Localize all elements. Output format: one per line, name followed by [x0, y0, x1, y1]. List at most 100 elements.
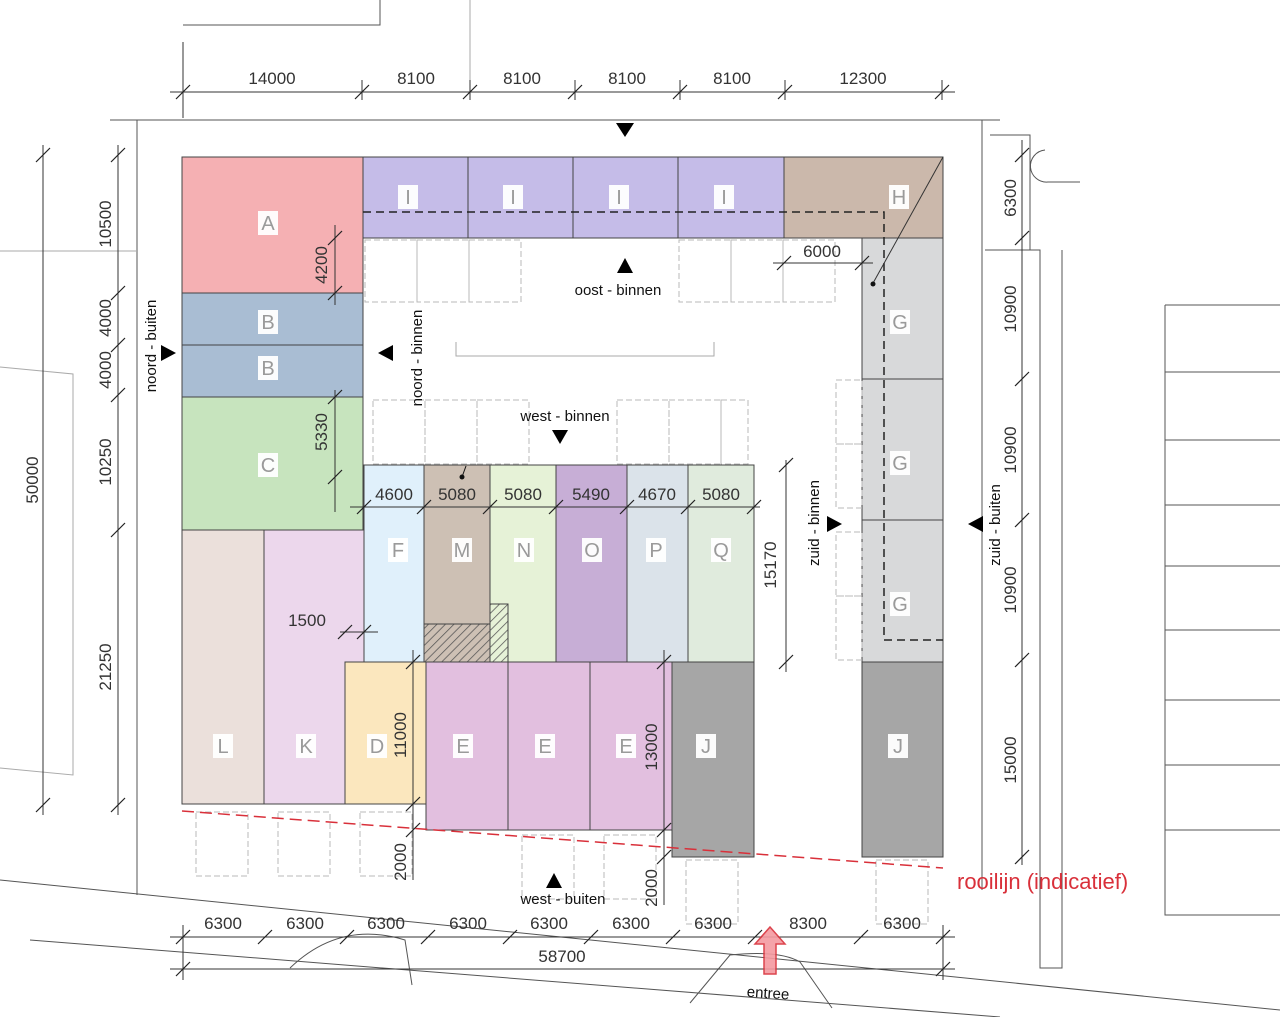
- dimension-tick: [35, 147, 51, 163]
- unit-label-J1: J: [696, 734, 716, 758]
- dim-top-6: 12300: [839, 69, 886, 88]
- unit-label-I3: I: [609, 185, 629, 209]
- unit-O[interactable]: [555, 464, 628, 663]
- unit-I-3[interactable]: [572, 156, 679, 239]
- zuid-binnen-arrow-icon: [827, 516, 842, 532]
- dim-bottom-1: 6300: [204, 914, 242, 933]
- dim-left-4: 10250: [96, 438, 115, 485]
- dimension-lines: [42, 42, 1023, 980]
- dim-left-2: 4000: [96, 299, 115, 337]
- dim-inner-4: 5490: [572, 485, 610, 504]
- dim-13000: 13000: [642, 723, 661, 770]
- oost-binnen-arrow-icon: [617, 258, 633, 273]
- unit-label-Q: Q: [711, 538, 731, 562]
- west-buiten-arrow-icon: [546, 873, 562, 888]
- unit-B-2[interactable]: [181, 344, 364, 398]
- dimension-tick: [1014, 147, 1030, 163]
- unit-G-2[interactable]: [861, 378, 944, 521]
- dimension-tick: [356, 499, 372, 515]
- unit-label-I1: I: [398, 185, 418, 209]
- unit-G-3[interactable]: [861, 519, 944, 663]
- hatched-area: [423, 603, 509, 663]
- unit-letter: A: [261, 213, 275, 235]
- dim-right-1: 6300: [1001, 179, 1020, 217]
- dimension-tick: [110, 285, 126, 301]
- dim-bottom-total: 58700: [538, 947, 585, 966]
- unit-J-2[interactable]: [861, 661, 944, 858]
- unit-D[interactable]: [344, 661, 427, 805]
- marker-line: [461, 465, 467, 478]
- unit-F[interactable]: [363, 464, 425, 663]
- dimension-tick: [656, 654, 672, 670]
- unit-J-1[interactable]: [671, 661, 755, 858]
- dim-left-outer: 50000: [23, 456, 42, 503]
- unit-letter: C: [261, 455, 275, 477]
- dim-bottom-9: 6300: [883, 914, 921, 933]
- dimension-tick: [680, 499, 696, 515]
- parking-outlines: [195, 239, 929, 925]
- unit-letter: N: [517, 540, 531, 562]
- unit-letter: I: [616, 187, 622, 209]
- dim-bottom-7: 6300: [694, 914, 732, 933]
- unit-label-B2: B: [258, 356, 278, 380]
- unit-letter: I: [510, 187, 516, 209]
- dimension-tick: [339, 929, 355, 945]
- dim-6000: 6000: [803, 242, 841, 261]
- dim-inner-2: 5080: [438, 485, 476, 504]
- dimension-tick: [935, 961, 951, 977]
- dim-left-1: 10500: [96, 200, 115, 247]
- dimension-tick: [567, 84, 583, 100]
- unit-label-E2: E: [535, 734, 555, 758]
- unit-label-L: L: [213, 734, 233, 758]
- unit-letter: G: [892, 594, 908, 616]
- dimension-tick: [934, 84, 950, 100]
- dim-top-3: 8100: [503, 69, 541, 88]
- dim-4200: 4200: [312, 246, 331, 284]
- dimension-tick: [778, 457, 794, 473]
- unit-label-G3: G: [890, 592, 910, 616]
- label-zuid-buiten: zuid - buiten: [987, 484, 1004, 566]
- rooilijn-label: rooilijn (indicatief): [957, 869, 1128, 894]
- unit-letter: J: [893, 736, 903, 758]
- unit-G-1[interactable]: [861, 237, 944, 380]
- dim-inner-1: 4600: [375, 485, 413, 504]
- unit-label-E3: E: [616, 734, 636, 758]
- dim-right-5: 15000: [1001, 736, 1020, 783]
- dimension-tick: [548, 499, 564, 515]
- label-zuid-binnen: zuid - binnen: [806, 480, 823, 566]
- dimension-ticks: [35, 84, 1030, 977]
- dimension-tick: [747, 929, 763, 945]
- unit-letter: Q: [713, 540, 729, 562]
- unit-L[interactable]: [181, 529, 265, 805]
- dimension-tick: [853, 929, 869, 945]
- unit-letter: L: [217, 736, 228, 758]
- unit-label-B1: B: [258, 310, 278, 334]
- label-oost-binnen: oost - binnen: [575, 282, 662, 299]
- entree-arrow-icon: [753, 925, 787, 975]
- unit-letter: P: [649, 540, 662, 562]
- dimension-tick: [405, 822, 421, 838]
- dim-inner-5: 4670: [638, 485, 676, 504]
- dimension-tick: [327, 469, 343, 485]
- unit-P[interactable]: [626, 464, 689, 663]
- dim-top-1: 14000: [248, 69, 295, 88]
- dimension-tick: [656, 849, 672, 865]
- label-noord-buiten: noord - buiten: [143, 300, 160, 393]
- west-binnen-arrow-icon: [552, 430, 568, 444]
- unit-label-P: P: [646, 538, 666, 562]
- dim-bottom-3: 6300: [367, 914, 405, 933]
- unit-H[interactable]: [783, 156, 944, 239]
- dimension-tick: [420, 929, 436, 945]
- dim-1500: 1500: [288, 611, 326, 630]
- dim-2000-b: 2000: [642, 869, 661, 907]
- label-west-binnen: west - binnen: [519, 408, 609, 425]
- unit-letter: G: [892, 453, 908, 475]
- dim-top-4: 8100: [608, 69, 646, 88]
- dashed-route: [363, 211, 943, 641]
- unit-Q[interactable]: [687, 464, 755, 663]
- unit-label-D: D: [367, 734, 387, 758]
- direction-markers: oost - binnen west - binnen west - buite…: [143, 123, 1004, 908]
- unit-letter: J: [701, 736, 711, 758]
